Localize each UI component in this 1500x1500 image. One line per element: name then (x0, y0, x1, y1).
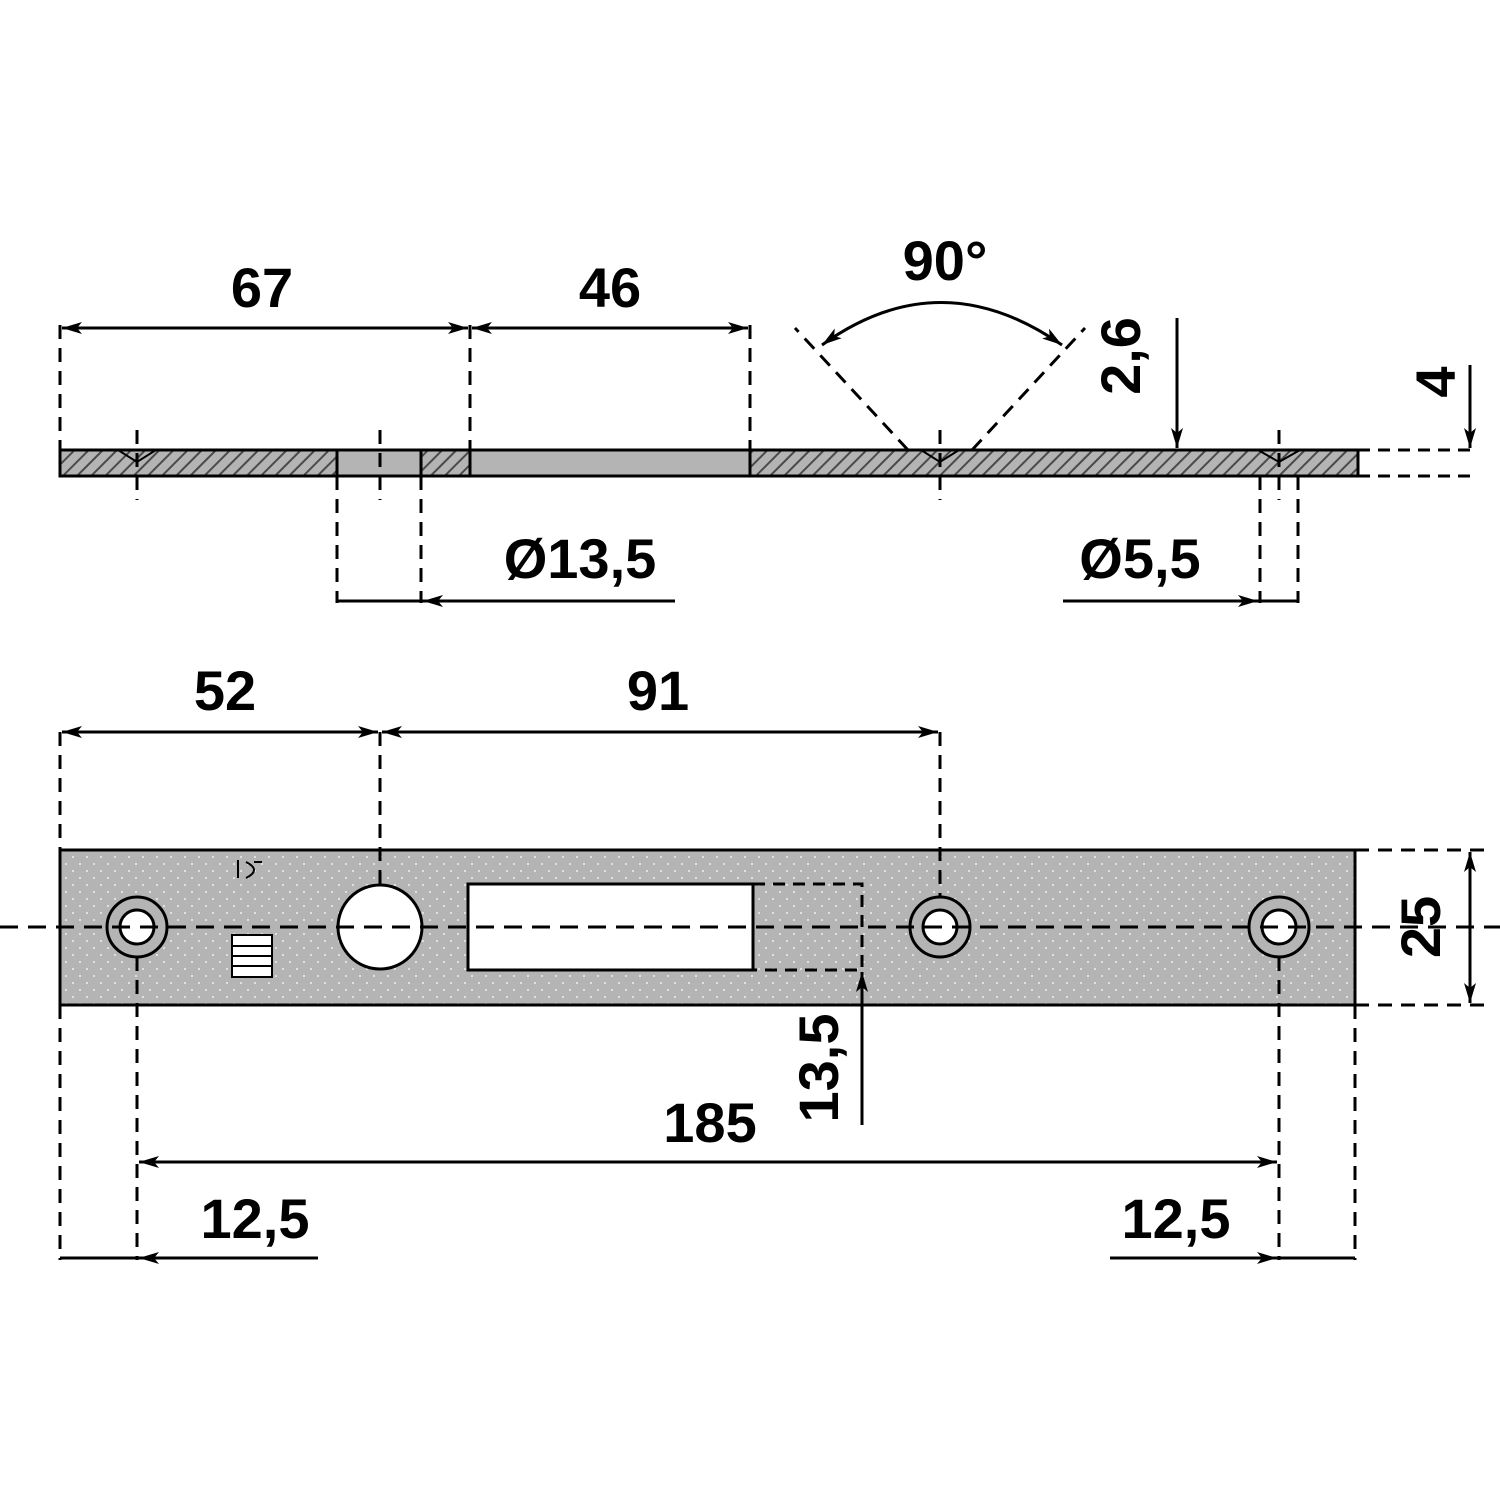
side-center-marks (135, 430, 1281, 500)
dim-label-52: 52 (194, 659, 256, 722)
dim-label-25: 25 (1389, 896, 1452, 958)
manufacturer-logo-icon (231, 860, 273, 978)
side-view (58, 301, 1476, 607)
side-plate-opening (468, 448, 752, 478)
front-extension-lines (58, 732, 1485, 1260)
dim-label-91: 91 (627, 659, 689, 722)
front-view (0, 726, 1500, 1264)
dim-label-12-5-right: 12,5 (1122, 1187, 1231, 1250)
dim-label-angle: 90° (903, 229, 988, 292)
dim-label-12-5-left: 12,5 (201, 1187, 310, 1250)
angle-arc (821, 301, 1063, 347)
angle-lines (793, 326, 1087, 452)
screw-hole-3 (1247, 895, 1311, 959)
dim-label-13-5: 13,5 (787, 1014, 850, 1123)
dim-label-dia-5-5: Ø5,5 (1079, 527, 1200, 590)
dim-label-2-6: 2,6 (1089, 317, 1152, 395)
dim-label-dia-13-5: Ø13,5 (504, 527, 657, 590)
dim-label-185: 185 (663, 1091, 756, 1154)
side-extension-lines (58, 325, 1300, 603)
dim-label-67: 67 (231, 256, 293, 319)
dim-label-4: 4 (1404, 366, 1467, 397)
dim-label-46: 46 (579, 256, 641, 319)
